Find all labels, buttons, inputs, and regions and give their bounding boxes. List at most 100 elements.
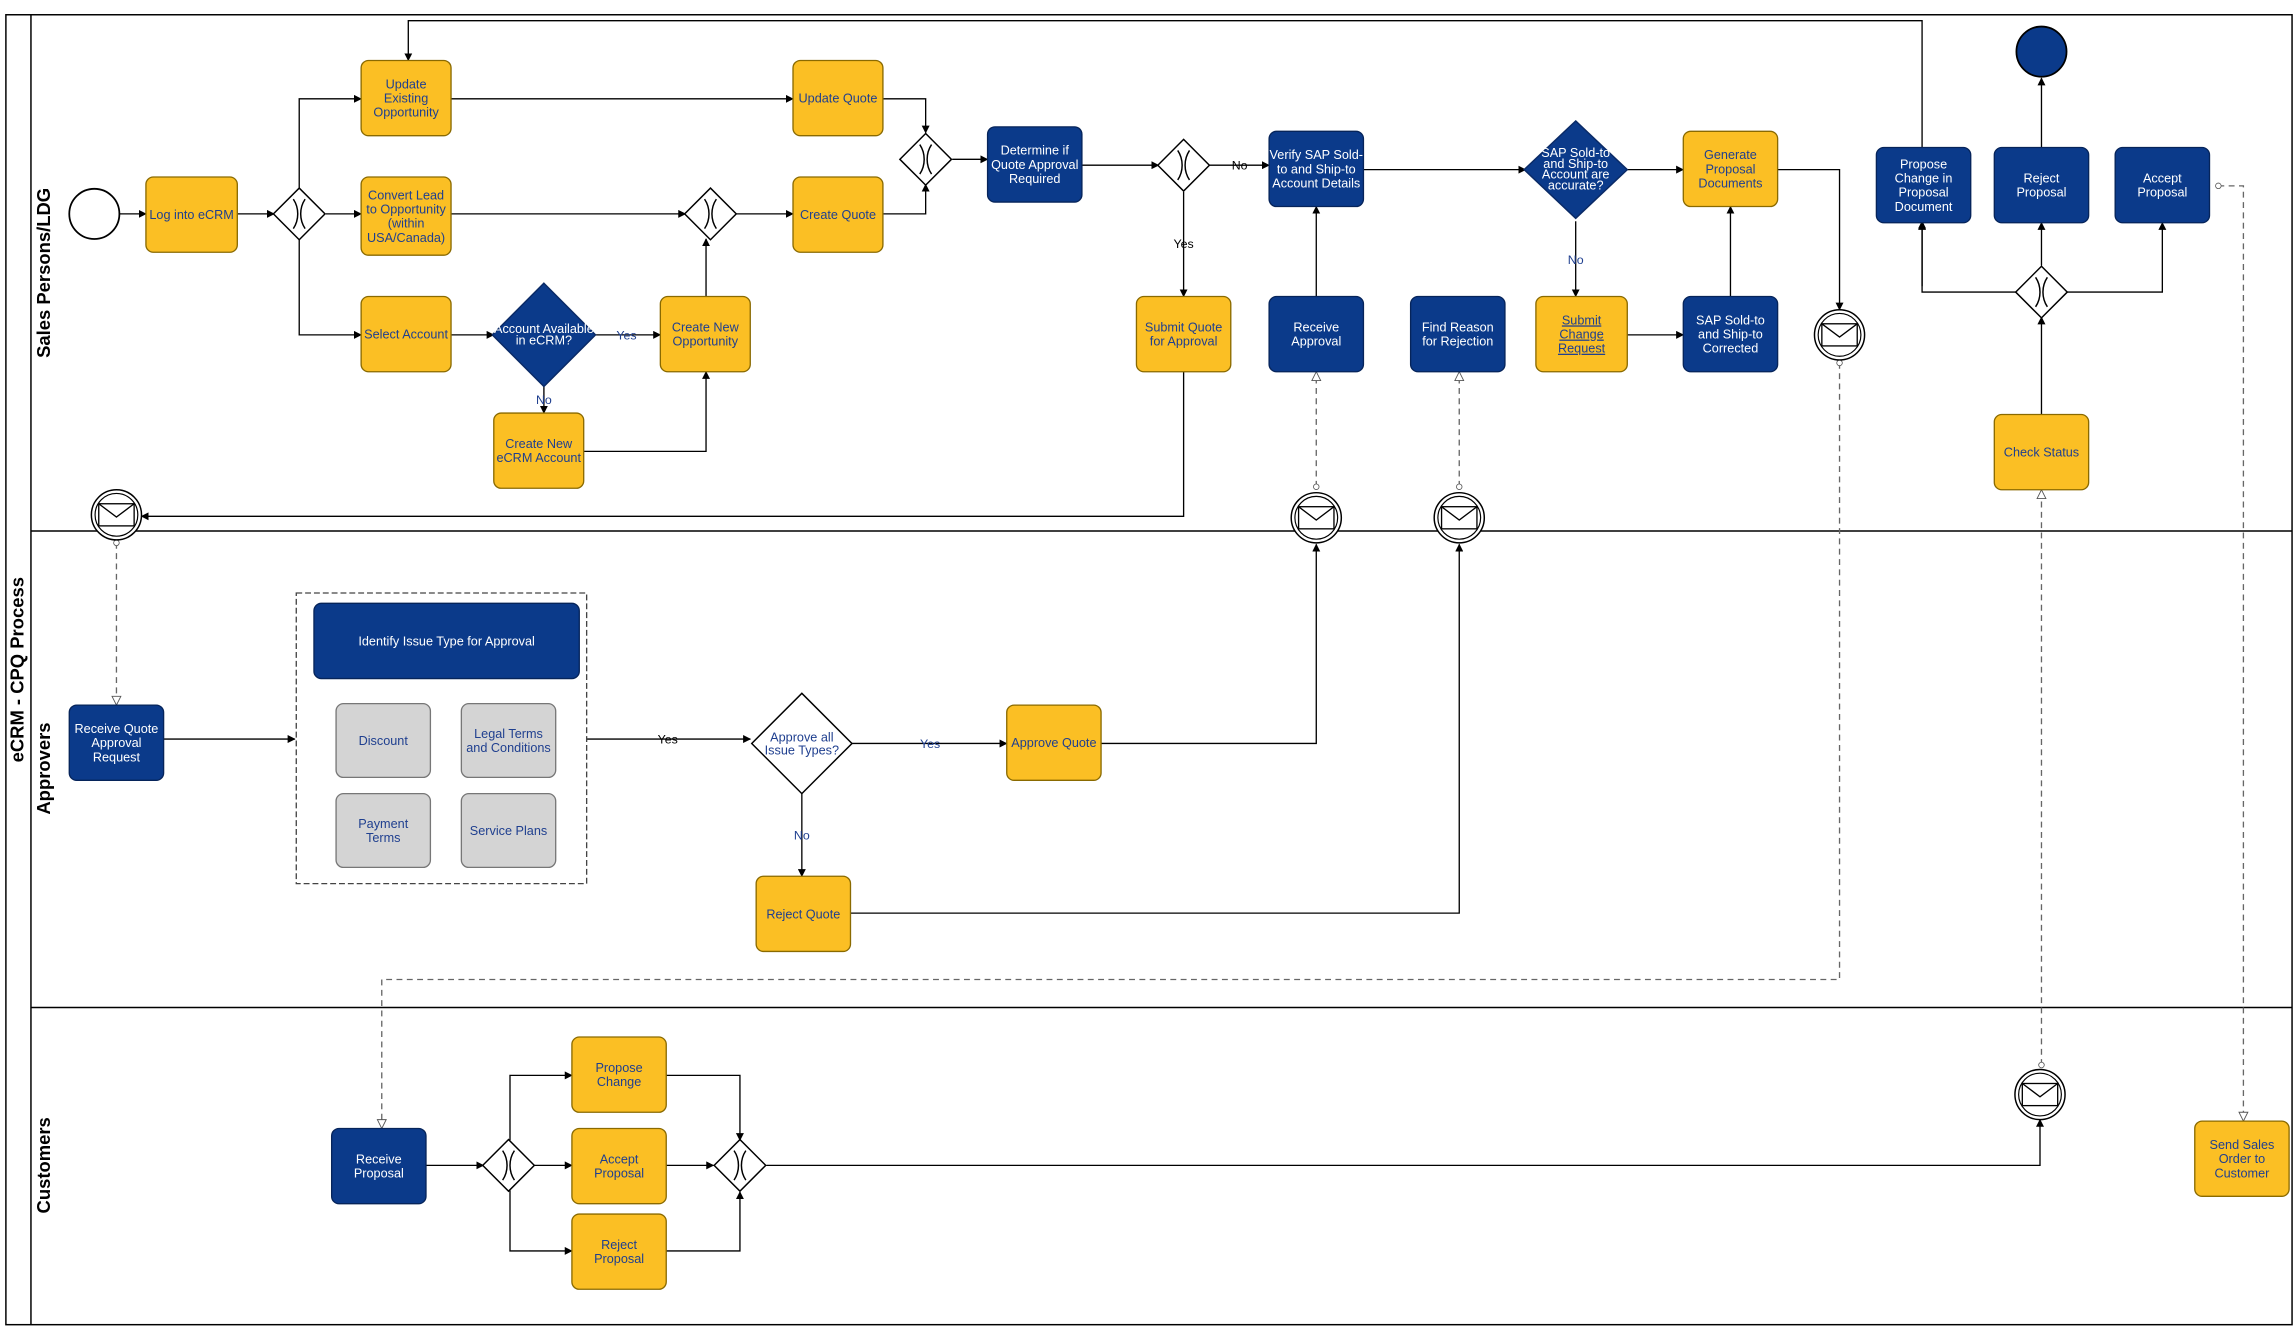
sequence-flow [666, 1191, 744, 1252]
edge-label-no-approve-all: No [794, 828, 810, 842]
find-reason-label-line: Find Reason [1422, 320, 1494, 334]
payment-terms-label-line: Terms [366, 831, 400, 845]
start-event [68, 187, 121, 240]
send-sales-order-label-line: Send Sales [2210, 1138, 2275, 1152]
account-available-label-line: in eCRM? [516, 334, 572, 348]
convert-lead-label-line: Convert Lead [368, 188, 444, 202]
exclusive-gateway [481, 1138, 536, 1193]
sequence-flow [1777, 168, 1844, 311]
submit-change-request-label-line: Change [1559, 328, 1603, 342]
update-existing-opportunity-label-line: Existing [384, 92, 428, 106]
update-quote-label-line: Update Quote [799, 92, 878, 106]
create-new-opportunity-label-line: Create New [672, 320, 740, 334]
accept-proposal-sales-label-line: Proposal [2137, 186, 2187, 200]
propose-change-doc-label-line: Propose [1900, 157, 1947, 171]
sap-accurate-label-line: SAP Sold-to [1541, 146, 1610, 160]
reject-proposal-cust-label-line: Reject [601, 1238, 637, 1252]
end-event [2015, 25, 2068, 78]
accept-proposal-sales-label-line: Accept [2143, 171, 2182, 185]
message-flow [2218, 186, 2243, 1121]
edge-label-no-account: No [536, 393, 552, 407]
create-new-ecrm-account-label-line: eCRM Account [497, 451, 582, 465]
convert-lead-label-line: to Opportunity [366, 202, 446, 216]
sequence-flows [116, 19, 2243, 1255]
approve-all-label-line: Issue Types? [765, 743, 839, 757]
determine-approval-label-line: Quote Approval [991, 158, 1078, 172]
envelope-icon [98, 503, 135, 527]
exclusive-gateway [272, 187, 327, 241]
update-existing-opportunity-label-line: Opportunity [373, 106, 439, 120]
accept-proposal-cust-label-line: Proposal [594, 1167, 644, 1181]
sequence-flow [298, 94, 362, 189]
receive-quote-approval-request-label-line: Receive Quote [75, 722, 159, 736]
propose-change-label-line: Change [597, 1075, 641, 1089]
convert-lead-label-line: USA/Canada) [367, 231, 445, 245]
log-into-ecrm-label-line: Log into eCRM [149, 208, 233, 222]
receive-quote-approval-request-label-line: Approval [91, 736, 141, 750]
propose-change-doc-label-line: Proposal [1899, 186, 1949, 200]
update-quote-task: Update Quote [792, 59, 884, 137]
select-account-label-line: Select Account [364, 328, 448, 342]
message-flow [382, 363, 1840, 1129]
edge-label-no-sap: No [1568, 253, 1584, 267]
sequence-flow [404, 19, 1923, 148]
envelope-icon [1440, 506, 1478, 530]
service-plans-task: Service Plans [460, 792, 557, 869]
determine-approval-label-line: Determine if [1001, 144, 1070, 158]
submit-change-request-label-line: Request [1558, 342, 1606, 356]
payment-terms-label-line: Payment [358, 817, 408, 831]
reject-proposal-cust-label-line: Proposal [594, 1252, 644, 1266]
pool-label: eCRM - CPQ Process [7, 577, 28, 762]
reject-proposal-sales-label-line: Proposal [2016, 186, 2066, 200]
envelope-icon [1821, 323, 1858, 347]
legal-terms-label-line: Legal Terms [474, 727, 543, 741]
approve-all-label-line: Approve all [770, 730, 833, 744]
sequence-flow [1918, 221, 2018, 293]
determine-approval-label-line: Required [1009, 172, 1060, 186]
sap-corrected-label-line: Corrected [1703, 342, 1759, 356]
issue-types-group [295, 592, 588, 885]
discount-label-line: Discount [359, 734, 409, 748]
propose-change-label-line: Propose [595, 1061, 642, 1075]
sap-corrected-label-line: and Ship-to [1698, 328, 1763, 342]
identify-issue-type-task: Identify Issue Type for Approval [313, 602, 580, 680]
propose-change-doc-label-line: Change in [1895, 171, 1953, 185]
submit-change-request-label-line: Submit [1562, 313, 1602, 327]
create-new-ecrm-account-label-line: Create New [505, 437, 573, 451]
envelope-icon [1297, 506, 1335, 530]
generate-proposal-label-line: Documents [1698, 177, 1762, 191]
sequence-flow [509, 1190, 573, 1255]
exclusive-gateway [1156, 138, 1211, 193]
exclusive-gateway [683, 187, 738, 241]
edge-label-no-approval: No [1232, 159, 1248, 173]
exclusive-gateway [2014, 265, 2069, 319]
update-existing-opportunity-label-line: Update [386, 77, 427, 91]
sequence-flow [882, 98, 930, 134]
legal-terms-label-line: and Conditions [466, 741, 551, 755]
receive-approval-label-line: Receive [1293, 320, 1339, 334]
sap-accurate-label-line: Account are [1542, 168, 1610, 182]
envelope-icon [2021, 1082, 2059, 1107]
receive-approval-label-line: Approval [1291, 335, 1341, 349]
approve-quote-task: Approve Quote [1006, 704, 1102, 782]
edge-label-yes-approval: Yes [1174, 237, 1194, 251]
check-status-task: Check Status [1993, 413, 2090, 491]
